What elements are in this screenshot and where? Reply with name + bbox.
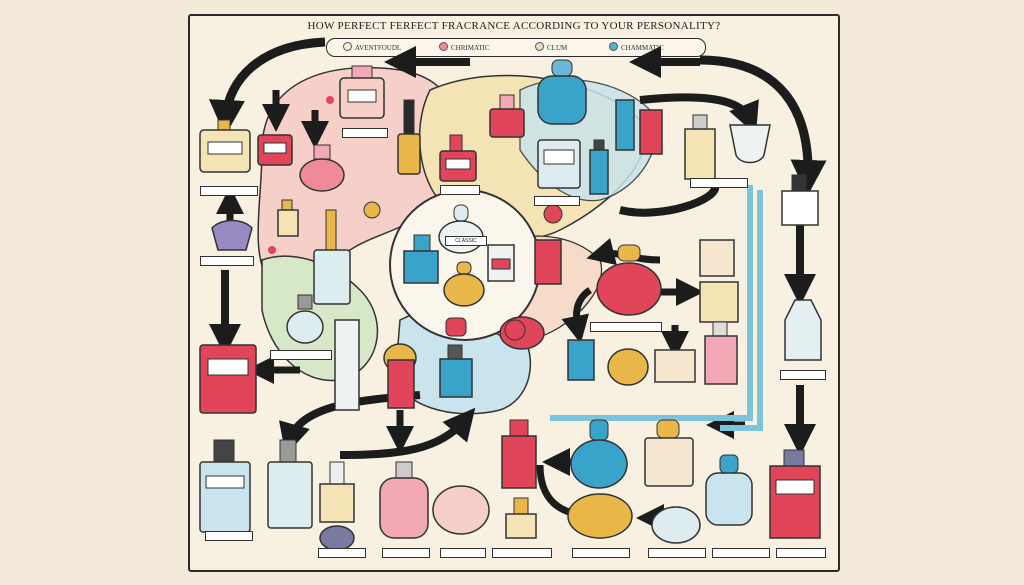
label-tag — [780, 370, 826, 380]
perfume-bottle — [334, 319, 360, 411]
label-tag — [648, 548, 706, 558]
flow-arrow — [208, 37, 326, 136]
label-tag — [200, 186, 258, 196]
perfume-bottle — [699, 281, 739, 323]
perfume-bottle — [769, 449, 821, 539]
perfume-bottle — [639, 109, 663, 155]
perfume-bottle — [505, 497, 537, 539]
label-tag — [492, 548, 552, 558]
perfume-bottle — [397, 99, 421, 175]
rose-decoration — [543, 204, 563, 224]
legend-swatch — [439, 42, 448, 51]
perfume-bottle — [199, 119, 251, 173]
label-tag — [270, 350, 332, 360]
perfume-bottle — [781, 174, 819, 226]
legend-swatch — [609, 42, 618, 51]
perfume-bottle — [199, 439, 251, 533]
perfume-bottle — [439, 134, 477, 182]
perfume-bottle — [439, 344, 473, 398]
perfume-bottle — [615, 99, 635, 151]
perfume-bottle — [704, 321, 738, 385]
flower-decoration — [326, 96, 334, 104]
perfume-bottle — [403, 234, 439, 284]
perfume-bottle — [387, 359, 415, 409]
label-tag — [776, 548, 826, 558]
perfume-bottle — [319, 461, 355, 551]
flow-arrow — [619, 183, 720, 217]
flow-arrow — [339, 407, 476, 459]
perfume-bottle — [489, 94, 525, 138]
perfume-bottle — [567, 493, 633, 539]
perfume-bottle — [286, 294, 324, 344]
label-tag — [690, 178, 748, 188]
flower-decoration — [268, 246, 276, 254]
perfume-bottle — [277, 199, 299, 237]
perfume-bottle — [487, 244, 515, 282]
perfume-bottle — [705, 454, 753, 526]
perfume-bottle — [570, 419, 628, 489]
perfume-bottle — [501, 419, 537, 489]
flow-arrow — [561, 287, 593, 344]
perfume-bottle — [339, 65, 385, 119]
poster-title: HOW PERFECT FERFECT FRACRANCE ACCORDING … — [307, 20, 721, 32]
perfume-bottle — [443, 261, 485, 307]
label-tag — [200, 256, 254, 266]
label-tag — [205, 531, 253, 541]
perfume-bottle — [654, 349, 696, 383]
label-tag — [712, 548, 770, 558]
perfume-bottle — [699, 239, 735, 277]
perfume-bottle — [534, 239, 562, 285]
label-tag — [382, 548, 430, 558]
perfume-bottle — [651, 506, 701, 544]
label-tag — [534, 196, 580, 206]
perfume-bottle — [313, 209, 351, 305]
perfume-bottle — [257, 134, 293, 166]
perfume-bottle — [567, 339, 595, 381]
perfume-bottle — [684, 114, 716, 180]
perfume-bottle — [299, 144, 345, 192]
flow-arrow — [639, 93, 759, 135]
label-tag — [440, 185, 480, 195]
perfume-bottle — [729, 124, 771, 164]
perfume-bottle — [199, 344, 257, 414]
label-tag — [590, 322, 662, 332]
center-label: CLASSIC — [445, 236, 487, 246]
perfume-bottle — [537, 59, 587, 125]
rose-decoration — [504, 319, 526, 341]
perfume-bottle — [537, 139, 581, 189]
perfume-bottle — [596, 244, 662, 316]
label-tag — [440, 548, 486, 558]
perfume-bottle — [211, 219, 253, 251]
legend-swatch — [535, 42, 544, 51]
perfume-bottle — [784, 299, 822, 361]
perfume-bottle — [267, 439, 313, 529]
perfume-bottle — [607, 348, 649, 386]
flow-arrow — [699, 55, 827, 196]
flower-decoration — [363, 201, 381, 219]
legend-item: CHRIMATIC — [439, 42, 490, 52]
perfume-bottle — [644, 419, 694, 487]
label-tag — [318, 548, 366, 558]
legend-item: AVENTFOUDL — [343, 42, 401, 52]
perfume-bottle — [589, 139, 609, 195]
legend-item: CLUM — [535, 42, 567, 52]
blue-flow-line — [550, 185, 753, 421]
perfume-bottle — [379, 461, 429, 539]
label-tag — [342, 128, 388, 138]
legend-bar: AVENTFOUDL CHRIMATIC CLUM CHAMMATIC — [326, 38, 706, 57]
label-tag — [572, 548, 630, 558]
perfume-bottle — [432, 485, 490, 535]
perfume-bottle — [445, 317, 467, 337]
blue-flow-line — [720, 190, 763, 431]
legend-swatch — [343, 42, 352, 51]
